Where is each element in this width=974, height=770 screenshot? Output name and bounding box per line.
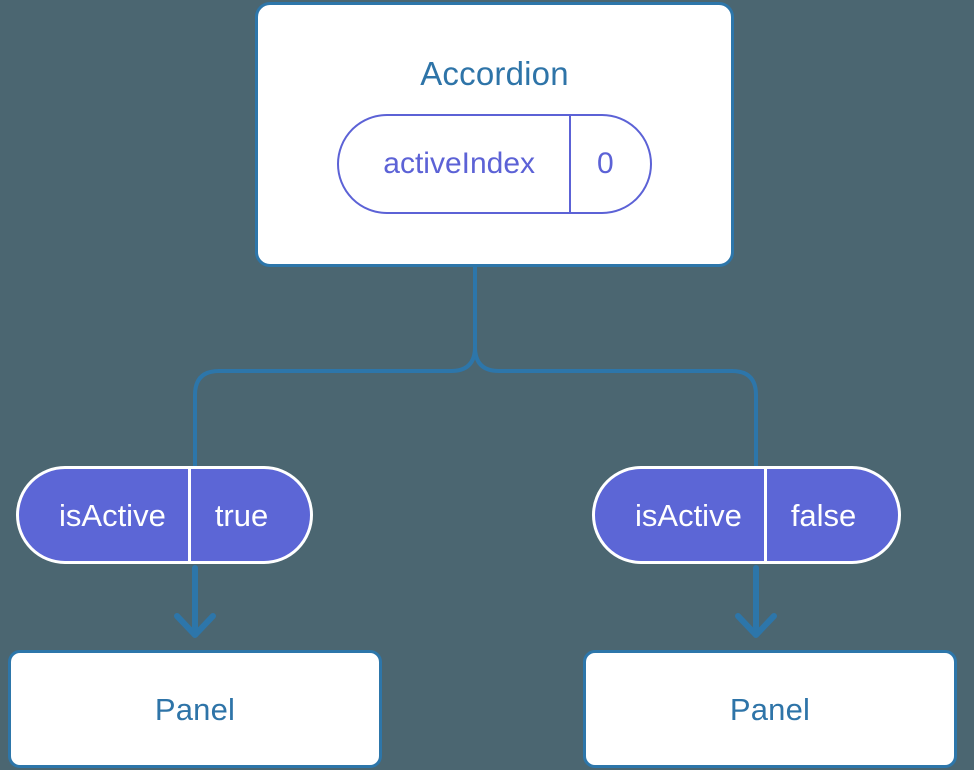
is-active-value-left: true — [187, 469, 310, 561]
arrow-left — [174, 565, 216, 638]
is-active-value-right: false — [763, 469, 898, 561]
panel-node-left[interactable]: Panel — [8, 650, 382, 768]
is-active-pill-left[interactable]: isActive true — [16, 466, 314, 564]
panel-title-left: Panel — [154, 691, 236, 727]
active-index-pill[interactable]: activeIndex 0 — [337, 114, 652, 214]
is-active-pill-right[interactable]: isActive false — [592, 466, 902, 564]
is-active-key-left: isActive — [59, 497, 166, 533]
is-active-key-right: isActive — [635, 497, 742, 533]
active-index-value: 0 — [569, 116, 650, 212]
active-index-key: activeIndex — [383, 147, 536, 180]
panel-title-right: Panel — [729, 691, 811, 727]
trunk-connector-left-branch — [193, 345, 477, 470]
panel-node-right[interactable]: Panel — [583, 650, 957, 768]
accordion-node[interactable]: Accordion activeIndex 0 — [255, 2, 734, 267]
trunk-connector — [473, 264, 758, 470]
accordion-title: Accordion — [420, 55, 569, 92]
arrow-right — [735, 565, 777, 638]
